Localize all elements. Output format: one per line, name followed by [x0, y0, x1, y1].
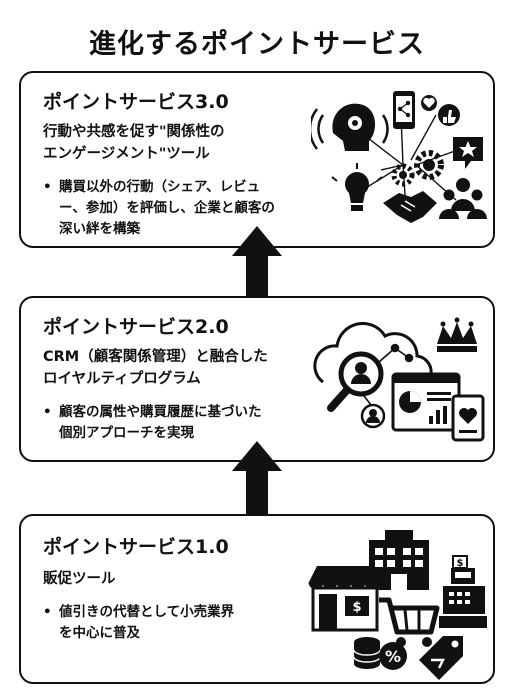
- gears-icon: [391, 150, 444, 187]
- coins-percent-icon: %: [353, 637, 407, 670]
- crm-illustration: [313, 317, 485, 442]
- page-title: 進化するポイントサービス: [89, 29, 425, 60]
- bullet-line: 顧客の属性や購買履歴に基づいた: [59, 404, 262, 420]
- engagement-illustration: [311, 91, 487, 223]
- bullet-item: 顧客の属性や購買履歴に基づいた 個別アプローチを実現: [43, 402, 262, 444]
- bullet-line: を中心に普及: [59, 625, 140, 641]
- card-point-service-2: ポイントサービス2.0 CRM（顧客関係管理）と融合した ロイヤルティプログラム…: [19, 296, 495, 462]
- lightbulb-icon: [331, 163, 383, 211]
- card-point-service-3: ポイントサービス3.0 行動や共感を促す"関係性の エンゲージメント"ツール 購…: [19, 71, 495, 248]
- bullet-line: ー、参加）を評価し、企業と顧客の: [59, 200, 275, 216]
- user-node-icon: [360, 391, 386, 429]
- arrow-up-icon: [232, 441, 282, 518]
- subtitle-line: 行動や共感を促す"関係性の: [43, 124, 225, 140]
- thumbs-up-icon: [438, 104, 460, 126]
- subtitle-line: エンゲージメント"ツール: [43, 146, 210, 162]
- heart-icon: [421, 95, 437, 111]
- subtitle-line: ロイヤルティプログラム: [43, 371, 201, 387]
- svg-text:%: %: [385, 647, 401, 666]
- bullet-line: 深い絆を構築: [59, 221, 140, 237]
- card-subtitle: 販促ツール: [43, 568, 116, 590]
- card-heading: ポイントサービス2.0: [43, 316, 229, 338]
- loyalty-card-icon: [451, 394, 485, 442]
- card-heading: ポイントサービス1.0: [43, 536, 229, 558]
- bullet-line: 個別アプローチを実現: [59, 425, 194, 441]
- people-group-icon: [439, 178, 487, 219]
- bullet-line: 購買以外の行動（シェア、レビュ: [59, 179, 261, 195]
- smartphone-share-icon: [393, 91, 415, 129]
- crown-icon: [437, 317, 477, 352]
- subtitle-line: CRM（顧客関係管理）と融合した: [43, 349, 268, 365]
- head-gears-icon: [311, 103, 389, 151]
- card-subtitle: 行動や共感を促す"関係性の エンゲージメント"ツール: [43, 121, 225, 165]
- star-bubble-icon: [453, 137, 483, 169]
- cash-register-icon: $: [439, 555, 487, 628]
- svg-text:$: $: [352, 600, 361, 615]
- subtitle-line: 販促ツール: [43, 571, 116, 587]
- card-heading: ポイントサービス3.0: [43, 91, 229, 113]
- retail-illustration: $ $ %: [308, 530, 487, 680]
- bullet-item: 値引きの代替として小売業界 を中心に普及: [43, 602, 234, 644]
- arrow-up-icon: [232, 226, 282, 300]
- card-point-service-1: ポイントサービス1.0 販促ツール 値引きの代替として小売業界 を中心に普及 $: [19, 514, 495, 684]
- magnifier-user-icon: [327, 351, 384, 412]
- dashboard-icon: [391, 372, 461, 432]
- bullet-line: 値引きの代替として小売業界: [59, 604, 235, 620]
- cloud-icon: [313, 322, 433, 390]
- bullet-item: 購買以外の行動（シェア、レビュ ー、参加）を評価し、企業と顧客の 深い絆を構築: [43, 177, 275, 240]
- handshake-icon: [383, 191, 437, 223]
- svg-text:$: $: [457, 558, 464, 569]
- price-tag-icon: [419, 636, 463, 680]
- card-subtitle: CRM（顧客関係管理）と融合した ロイヤルティプログラム: [43, 346, 268, 390]
- storefront-icon: $: [308, 566, 382, 632]
- shopping-cart-icon: [379, 597, 440, 647]
